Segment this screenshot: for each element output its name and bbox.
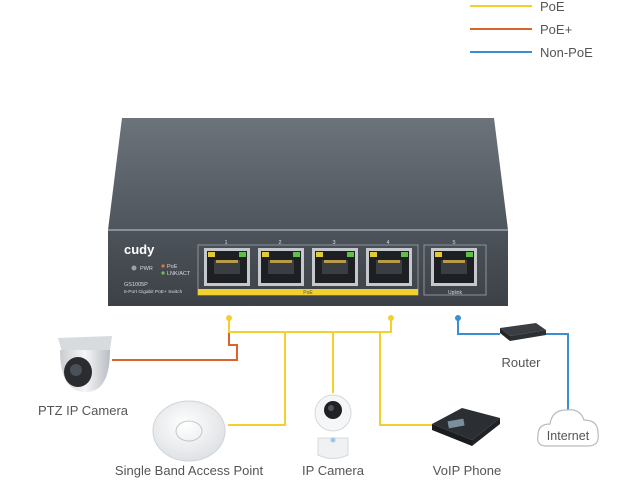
access-point-label: Single Band Access Point <box>115 463 264 478</box>
router-label: Router <box>501 355 541 370</box>
uplink-label: Uplink <box>448 290 462 296</box>
router-icon <box>500 323 546 341</box>
poe-switch: cudy PWR PoE LNK/ACT GS1005P 5-Port Giga… <box>108 118 508 306</box>
ptz-camera-icon <box>58 336 112 392</box>
cable-internet <box>546 333 569 410</box>
port-number-4: 4 <box>386 240 389 246</box>
port1-cable-dot <box>226 315 232 321</box>
port-number-3: 3 <box>332 240 335 246</box>
switch-top <box>108 118 508 230</box>
ethernet-port-2[interactable] <box>258 248 304 286</box>
cable-ptz-camera <box>112 318 238 361</box>
led-poe-label: PoE <box>167 264 178 270</box>
port5-cable-dot <box>455 315 461 321</box>
led-pwr-label: PWR <box>140 266 153 272</box>
switch-description: 5-Port Gigabit PoE+ Switch <box>124 289 183 295</box>
access-point-icon <box>152 400 226 462</box>
legend-label-poe-plus: PoE+ <box>540 22 572 37</box>
voip-phone-icon <box>432 408 500 446</box>
legend: PoE PoE+ Non-PoE <box>470 0 593 60</box>
uplink-port-group <box>423 244 487 296</box>
ethernet-port-3[interactable] <box>312 248 358 286</box>
poe-group-label: PoE <box>303 290 313 296</box>
voip-phone-label: VoIP Phone <box>433 463 501 478</box>
cable-voip-phone <box>379 332 440 426</box>
cable-poe-bus <box>228 318 392 333</box>
led-poe-icon <box>161 264 165 268</box>
switch-front-edge <box>108 229 508 231</box>
led-lnk-label: LNK/ACT <box>167 271 191 277</box>
port-number-1: 1 <box>224 240 227 246</box>
ptz-camera-label: PTZ IP Camera <box>38 403 129 418</box>
poe-group-bar <box>198 289 418 295</box>
ethernet-port-1[interactable] <box>204 248 250 286</box>
cable-access-point <box>228 332 286 426</box>
port4-cable-dot <box>388 315 394 321</box>
led-lnk-icon <box>161 271 165 275</box>
port-number-2: 2 <box>278 240 281 246</box>
led-pwr-icon <box>131 265 137 271</box>
legend-label-poe: PoE <box>540 0 565 14</box>
switch-brand-logo: cudy <box>124 242 155 257</box>
ethernet-port-4[interactable] <box>366 248 412 286</box>
legend-label-non-poe: Non-PoE <box>540 45 593 60</box>
internet-cloud-icon <box>537 409 599 447</box>
ip-camera-icon <box>314 394 352 459</box>
port-number-5: 5 <box>452 240 455 246</box>
ip-camera-label: IP Camera <box>302 463 365 478</box>
cable-router <box>457 318 500 335</box>
cables <box>112 315 569 426</box>
internet-label: Internet <box>547 429 590 443</box>
ethernet-port-5[interactable] <box>431 248 477 286</box>
switch-model: GS1005P <box>124 282 148 288</box>
